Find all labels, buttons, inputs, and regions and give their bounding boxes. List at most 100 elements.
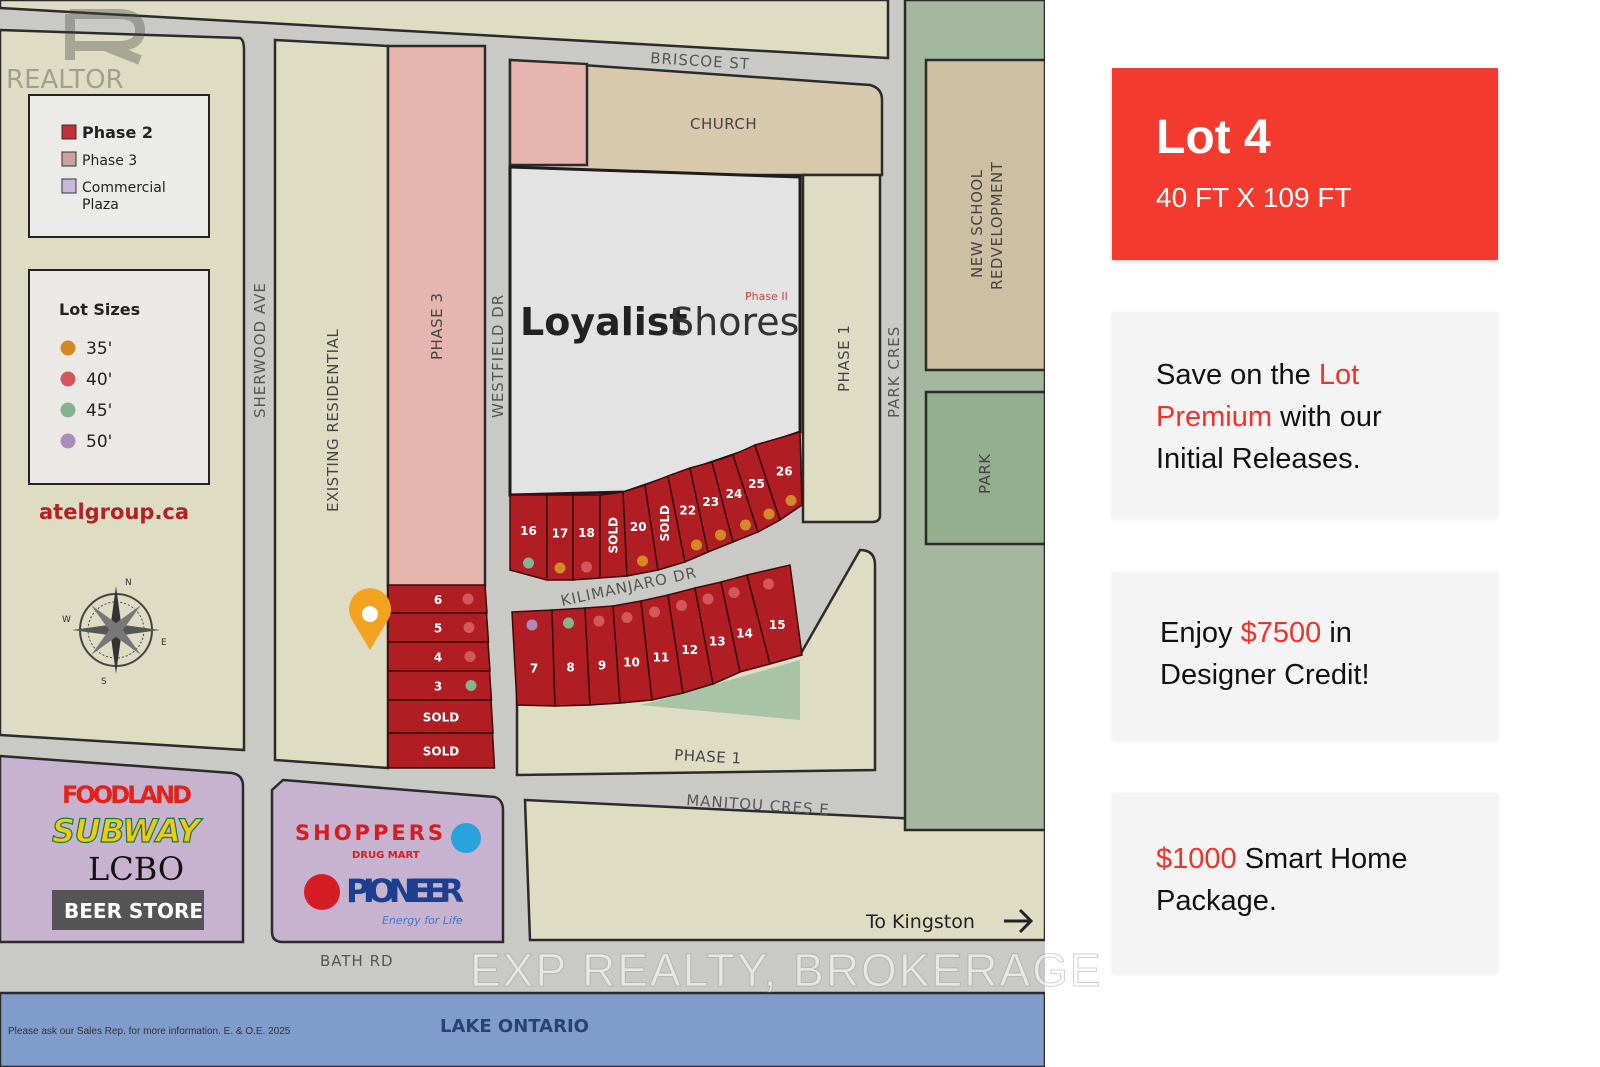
lot-number: 14 (736, 626, 753, 640)
lot-number: 9 (598, 659, 606, 673)
arrow-right-icon (1004, 908, 1034, 934)
lot-12[interactable]: 12 (667, 587, 714, 694)
lot-size-dot (728, 587, 740, 598)
lot-number: 13 (709, 635, 726, 649)
lcbo-logo: LCBO (88, 850, 184, 888)
website-link[interactable]: atelgroup.ca (39, 500, 189, 524)
brokerage-watermark: EXP REALTY, BROKERAGE (470, 944, 1103, 997)
lot-number: 3 (434, 680, 442, 694)
lot-size-dot (702, 593, 714, 605)
lot-5[interactable]: 5 (387, 612, 490, 643)
street-sherwood: SHERWOOD AVE (251, 282, 269, 418)
street-bath: BATH RD (320, 952, 394, 970)
to-kingston-label: To Kingston (865, 911, 975, 933)
lot-size-dot (523, 557, 534, 569)
lot-size-dot (554, 562, 566, 574)
lot-sold[interactable]: SOLD (387, 732, 496, 769)
promo1-highlight: Lot (1318, 359, 1360, 391)
pioneer-tagline: Energy for Life (382, 914, 463, 927)
lot-number: 11 (653, 650, 670, 664)
area-church: CHURCH (690, 115, 757, 133)
realtor-watermark: REALTOR (6, 9, 146, 95)
lot-size-dot (465, 680, 477, 691)
size-dot (60, 433, 76, 449)
compass-n: N (125, 578, 132, 588)
project-logo-tag: Phase II (745, 290, 788, 303)
lot-number: 22 (679, 504, 696, 518)
lot-sold[interactable]: SOLD (599, 491, 628, 579)
size-label: 50' (86, 432, 112, 452)
lot-size-dot (763, 508, 775, 520)
foodland-logo: FOODLAND (62, 781, 192, 809)
compass-rose-icon: N S E W (62, 578, 167, 687)
phase-label: Phase 2 (82, 123, 153, 142)
lot-size-dot (676, 600, 687, 611)
beer-store-logo: BEER STORE (64, 899, 203, 923)
lot-18[interactable]: 18 (572, 494, 601, 581)
lot-25[interactable]: 25 (732, 443, 781, 534)
lot-sizes-title: Lot Sizes (59, 300, 140, 319)
lot-size-dot (637, 555, 648, 567)
phase-label-2: Plaza (82, 197, 119, 213)
size-dot (60, 402, 76, 418)
lot-6[interactable]: 6 (387, 584, 488, 614)
lot-info-card: Lot 4 40 FT X 109 FT (1112, 68, 1498, 260)
lot-size-dot (563, 617, 574, 629)
pioneer-icon (304, 874, 340, 910)
lot-20[interactable]: 20 (622, 484, 659, 577)
size-label: 40' (86, 370, 112, 390)
size-label: 45' (86, 401, 112, 421)
lot-14[interactable]: 14 (720, 574, 771, 673)
lot-16[interactable]: 16 (509, 494, 548, 581)
lot-8[interactable]: 8 (551, 607, 591, 707)
shoppers-icon (451, 823, 481, 853)
lot-number: 25 (748, 477, 765, 491)
lot-17[interactable]: 17 (546, 494, 574, 581)
lot-26[interactable]: 26 (754, 431, 803, 522)
phase-swatch (61, 124, 77, 140)
lot-7[interactable]: 7 (511, 609, 556, 707)
lot-size-dot (581, 561, 592, 573)
pioneer-logo: PIONEER (346, 872, 464, 910)
project-logo-light: Shores (670, 300, 799, 344)
lot-size-dot (464, 651, 476, 662)
lot-15[interactable]: 15 (746, 564, 803, 665)
lot-sold[interactable]: SOLD (387, 699, 494, 734)
lot-3[interactable]: 3 (387, 670, 493, 701)
lot-4[interactable]: 4 (387, 641, 491, 672)
lot-number: 18 (578, 526, 595, 540)
lot-number: SOLD (658, 505, 672, 541)
lot-size-dot (763, 578, 774, 590)
size-label: 35' (86, 339, 112, 359)
area-phase1-bottom: PHASE 1 (674, 746, 742, 768)
promo2-highlight: $7500 (1240, 617, 1322, 649)
phase-label: Commercial (82, 180, 166, 196)
lot-10[interactable]: 10 (612, 600, 653, 704)
lot-number: SOLD (423, 711, 459, 725)
lot-size-dot (621, 612, 633, 623)
compass-e: E (161, 638, 167, 648)
promo1-text2: with our (1272, 401, 1382, 433)
lot-number: 15 (769, 618, 786, 632)
lot-size-dot (462, 593, 474, 605)
lot-number: 7 (530, 661, 538, 675)
location-pin-icon (349, 588, 391, 650)
lot-size-dot (691, 539, 702, 551)
shoppers-logo: SHOPPERS (295, 821, 443, 845)
area-existing-residential: EXISTING RESIDENTIAL (324, 329, 342, 512)
lot-number: 16 (520, 524, 537, 538)
phase-label: Phase 3 (82, 153, 137, 169)
lot-23[interactable]: 23 (689, 461, 734, 554)
lot-24[interactable]: 24 (711, 454, 759, 544)
lot-number: 5 (434, 622, 442, 636)
street-westfield: WESTFIELD DR (489, 294, 507, 418)
lot-number: SOLD (423, 745, 459, 759)
subway-logo: SUBWAY (52, 812, 203, 850)
lot-title: Lot 4 (1156, 111, 1271, 164)
lot-number: 23 (702, 495, 719, 509)
lot-size-dot (463, 622, 475, 633)
